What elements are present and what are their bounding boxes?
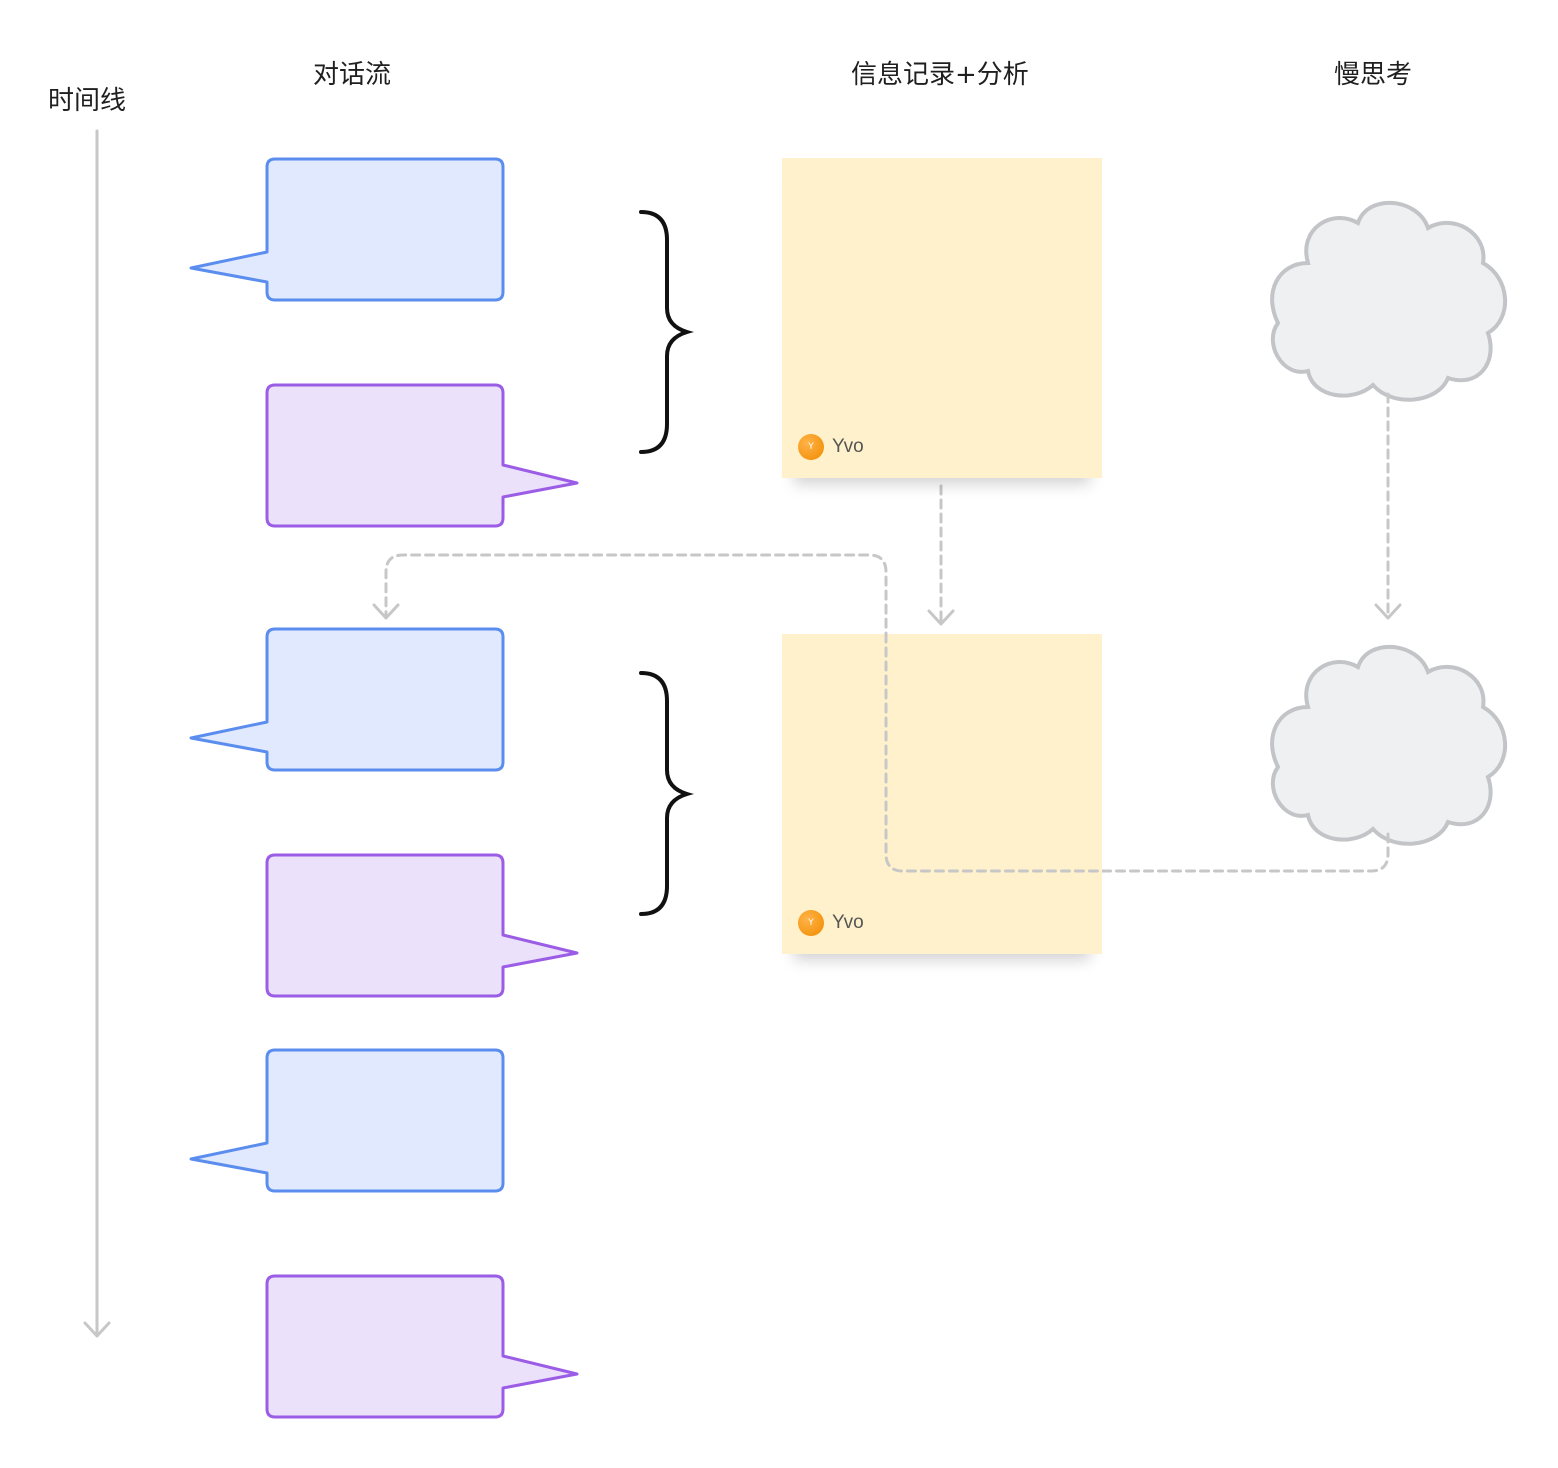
arrowhead-icon (372, 603, 400, 620)
arrowhead-icon (1374, 603, 1402, 620)
sticky-note-2-paper (782, 634, 1102, 954)
user-message-bubble-3[interactable] (189, 1048, 505, 1193)
author-name: Yvo (832, 436, 864, 457)
sticky-note-author: Y Yvo (798, 434, 864, 460)
slow-thinking-header: 慢思考 (1334, 60, 1413, 90)
sticky-note-1[interactable]: Y Yvo (782, 158, 1102, 478)
cloud-icon[interactable] (1270, 200, 1508, 402)
avatar: Y (798, 910, 824, 936)
author-name: Yvo (832, 912, 864, 933)
arrowhead-icon (927, 609, 955, 626)
timeline-label: 时间线 (48, 86, 127, 116)
info-record-header: 信息记录+分析 (851, 60, 1029, 90)
dialogue-flow-header: 对话流 (313, 60, 392, 90)
cloud-icon[interactable] (1270, 644, 1508, 846)
user-message-bubble-1[interactable] (189, 157, 505, 302)
curly-brace-icon (639, 671, 694, 916)
user-message-bubble-2[interactable] (189, 627, 505, 772)
ai-message-bubble-1[interactable] (265, 383, 579, 528)
sticky-note-2[interactable]: Y Yvo (782, 634, 1102, 954)
timeline-arrow (83, 129, 111, 1338)
ai-message-bubble-3[interactable] (265, 1274, 579, 1419)
avatar: Y (798, 434, 824, 460)
connector-overlay (884, 634, 1102, 873)
sticky-note-author: Y Yvo (798, 910, 864, 936)
ai-message-bubble-2[interactable] (265, 853, 579, 998)
curly-brace-icon (639, 210, 694, 454)
